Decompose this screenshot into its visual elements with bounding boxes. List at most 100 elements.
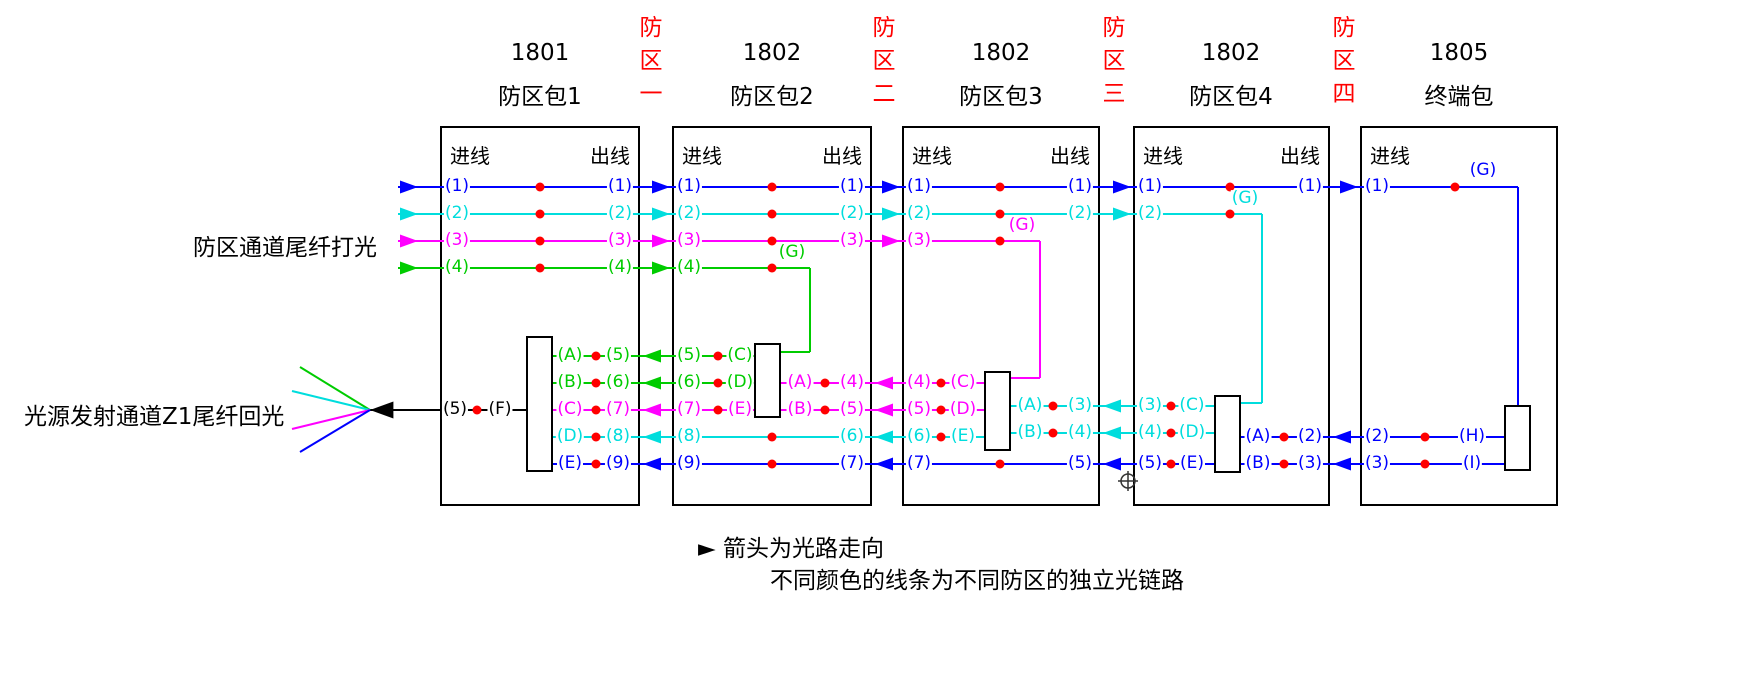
fiber-label: (5) bbox=[1066, 453, 1094, 474]
fiber-label: (1) bbox=[1066, 176, 1094, 197]
fiber-label: (G) bbox=[1007, 215, 1037, 236]
fiber-label: (3) bbox=[1136, 395, 1164, 416]
package-header-4: 1802 防区包4 bbox=[1189, 40, 1273, 111]
splice-dot bbox=[767, 209, 777, 219]
flow-arrow bbox=[400, 234, 418, 248]
fiber-label: (2) bbox=[838, 203, 866, 224]
fiber-label: (5) bbox=[604, 345, 632, 366]
package-name: 防区包4 bbox=[1189, 84, 1273, 110]
in-line-label: 进线 bbox=[450, 144, 490, 168]
fiber-label: (7) bbox=[675, 399, 703, 420]
fiber-label: (3) bbox=[606, 230, 634, 251]
flow-arrow bbox=[875, 430, 893, 444]
splice-dot bbox=[995, 459, 1005, 469]
flow-arrow bbox=[882, 207, 900, 221]
flow-arrow bbox=[643, 403, 661, 417]
out-line-label: 出线 bbox=[1050, 144, 1090, 168]
splice-dot bbox=[1048, 401, 1058, 411]
fiber-label: (7) bbox=[905, 453, 933, 474]
splice-dot bbox=[1420, 432, 1430, 442]
fiber-label: (1) bbox=[1296, 176, 1324, 197]
fiber-label: (3) bbox=[905, 230, 933, 251]
splice-dot bbox=[1225, 182, 1235, 192]
fiber-label: (9) bbox=[675, 453, 703, 474]
splice-dot bbox=[1166, 459, 1176, 469]
fiber-label: (B) bbox=[1244, 453, 1272, 474]
fiber-label: (H) bbox=[1457, 426, 1487, 447]
splice-dot bbox=[1450, 182, 1460, 192]
fiber-label: (E) bbox=[1178, 453, 1206, 474]
flow-arrow bbox=[875, 376, 893, 390]
package-box-3: 进线出线 bbox=[902, 126, 1100, 506]
fiber-label: (3) bbox=[1296, 453, 1324, 474]
fiber-label: (2) bbox=[1363, 426, 1391, 447]
flow-arrow bbox=[400, 207, 418, 221]
fiber-label: (2) bbox=[675, 203, 703, 224]
fiber-line bbox=[299, 366, 371, 411]
fiber-label: (G) bbox=[1468, 160, 1498, 181]
splice-dot bbox=[820, 378, 830, 388]
splice-dot bbox=[995, 182, 1005, 192]
splice-dot bbox=[535, 263, 545, 273]
splice-dot bbox=[591, 405, 601, 415]
splice-dot bbox=[591, 432, 601, 442]
flow-arrow bbox=[652, 207, 670, 221]
fiber-line bbox=[291, 409, 371, 430]
fiber-label: (4) bbox=[606, 257, 634, 278]
splice-dot bbox=[1048, 428, 1058, 438]
coupler bbox=[1504, 405, 1531, 471]
splice-dot bbox=[1279, 432, 1289, 442]
flow-arrow bbox=[643, 457, 661, 471]
package-model: 1801 bbox=[510, 40, 570, 66]
package-box-5: 进线 bbox=[1360, 126, 1558, 506]
package-model: 1802 bbox=[1201, 40, 1261, 66]
flow-arrow bbox=[370, 401, 394, 419]
fiber-label: (E) bbox=[556, 453, 584, 474]
flow-arrow bbox=[643, 349, 661, 363]
package-box-4: 进线 出线 bbox=[1133, 126, 1330, 506]
fiber-label: (A) bbox=[556, 345, 584, 366]
flow-arrow bbox=[1113, 180, 1131, 194]
zone-divider-2: 防区二 bbox=[872, 15, 896, 107]
splice-dot bbox=[767, 236, 777, 246]
splice-dot bbox=[535, 182, 545, 192]
package-box-2: 进线出线 bbox=[672, 126, 872, 506]
fiber-label: (4) bbox=[838, 372, 866, 393]
fiber-line bbox=[299, 409, 371, 453]
fiber-label: (5) bbox=[905, 399, 933, 420]
fiber-label: (8) bbox=[604, 426, 632, 447]
coupler bbox=[1214, 395, 1241, 473]
splice-dot bbox=[535, 209, 545, 219]
out-line-label: 出线 bbox=[590, 144, 630, 168]
fiber-label: (5) bbox=[441, 399, 469, 420]
fiber-label: (G) bbox=[1230, 188, 1260, 209]
fiber-label: (4) bbox=[1136, 422, 1164, 443]
in-line-label: 进线 bbox=[1143, 144, 1183, 168]
fiber-label: (D) bbox=[948, 399, 978, 420]
fiber-label: (7) bbox=[838, 453, 866, 474]
fiber-label: (3) bbox=[675, 230, 703, 251]
fiber-label: (4) bbox=[905, 372, 933, 393]
package-box-1: 进线 出线 bbox=[440, 126, 640, 506]
package-model: 1805 bbox=[1429, 40, 1489, 66]
splice-dot bbox=[1166, 401, 1176, 411]
fiber-label: (C) bbox=[949, 372, 977, 393]
flow-arrow bbox=[400, 180, 418, 194]
splice-dot bbox=[472, 405, 482, 415]
fiber-label: (A) bbox=[1016, 395, 1044, 416]
splice-dot bbox=[591, 351, 601, 361]
package-model: 1802 bbox=[971, 40, 1031, 66]
fiber-label: (3) bbox=[1363, 453, 1391, 474]
splice-dot bbox=[1420, 459, 1430, 469]
flow-arrow bbox=[643, 430, 661, 444]
fiber-label: (7) bbox=[604, 399, 632, 420]
out-line-label: 出线 bbox=[1280, 144, 1320, 168]
splice-dot bbox=[1279, 459, 1289, 469]
fiber-label: (3) bbox=[443, 230, 471, 251]
fiber-label: (D) bbox=[1177, 422, 1207, 443]
